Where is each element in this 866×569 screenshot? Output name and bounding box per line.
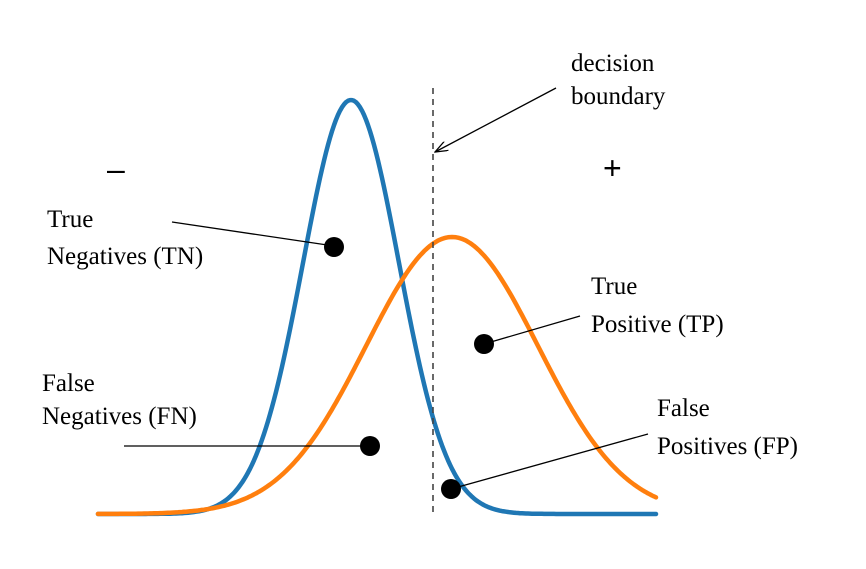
fn-label-line1: False (42, 370, 95, 397)
tn-leader-line (171, 221, 335, 247)
fn-marker (360, 436, 380, 456)
fn-label-line2: Negatives (FN) (42, 403, 197, 430)
decision-boundary-label-line2: boundary (571, 83, 666, 110)
decision-boundary-arrow (435, 87, 557, 152)
tn-label-line1: True (47, 206, 93, 233)
positive-class-curve (95, 234, 659, 517)
fp-marker (441, 479, 461, 499)
tp-marker (474, 334, 494, 354)
decision-boundary-label-line1: decision (571, 50, 655, 77)
fp-label-line2: Positives (FP) (657, 433, 798, 460)
negative-side-sign: – (107, 151, 125, 187)
tp-leader-line (483, 315, 581, 345)
fp-leader-line (450, 433, 649, 490)
tp-label-line2: Positive (TP) (591, 311, 724, 338)
positive-side-sign: + (603, 150, 622, 186)
tn-label-line2: Negatives (TN) (47, 243, 203, 270)
tp-label-line1: True (591, 273, 637, 300)
fp-label-line1: False (657, 395, 710, 422)
tn-marker (324, 237, 344, 257)
